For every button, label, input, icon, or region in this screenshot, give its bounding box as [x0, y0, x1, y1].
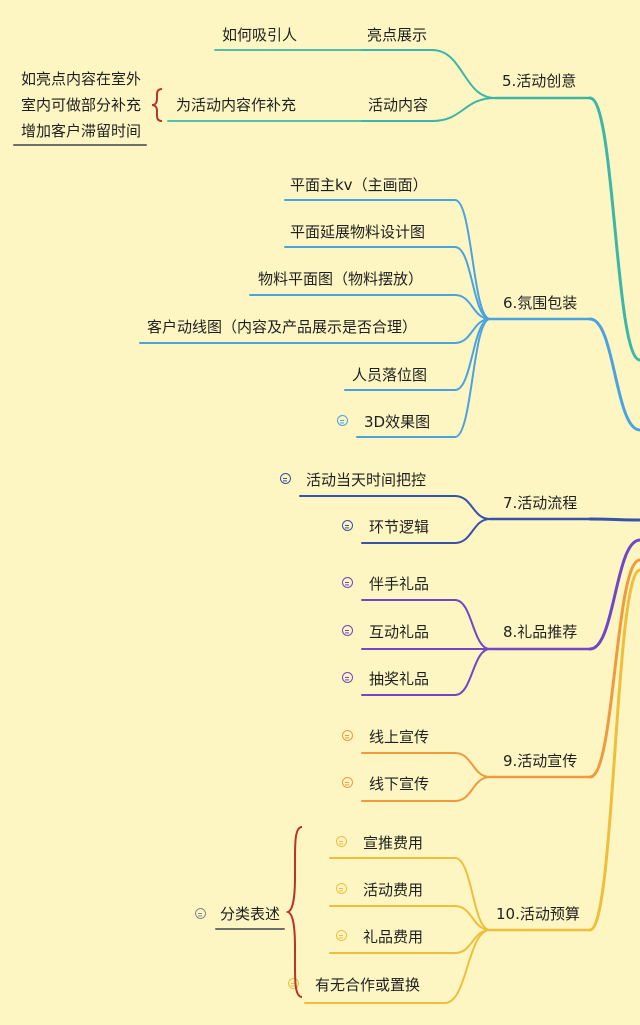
note-icon: [342, 577, 353, 588]
connector-trunk-6: [588, 317, 640, 432]
node-online-promo[interactable]: 线上宣传: [369, 728, 430, 746]
node-category-note[interactable]: 分类表述: [220, 905, 281, 923]
connector-timing: [454, 495, 491, 520]
note-icon: [336, 883, 347, 894]
node-supplement[interactable]: 为活动内容作补充: [176, 96, 297, 114]
connector-trunk-9: [588, 558, 640, 779]
branch-7-title[interactable]: 7.活动流程: [503, 494, 578, 512]
connector-logic: [454, 518, 491, 544]
node-interactive-gift[interactable]: 互动礼品: [369, 623, 430, 641]
note-icon: [336, 930, 347, 941]
note-icon: [342, 777, 353, 788]
connector-trunk-10: [588, 568, 640, 932]
connector-b8-2: [454, 648, 491, 696]
note-icon: [342, 672, 353, 683]
note-icon: [336, 836, 347, 847]
node-event-cost[interactable]: 活动费用: [363, 881, 424, 899]
connector-trunk-7: [588, 517, 640, 522]
branch-8-title[interactable]: 8.礼品推荐: [503, 623, 578, 641]
note-icon: [342, 520, 353, 531]
connector-content: [431, 97, 496, 122]
node-lottery-gift[interactable]: 抽奖礼品: [369, 670, 430, 688]
branch-5-title[interactable]: 5.活动创意: [502, 72, 577, 90]
note-icon: [195, 908, 206, 919]
supplement-note-line-2: 室内可做部分补充: [20, 96, 141, 114]
node-timing[interactable]: 活动当天时间把控: [306, 471, 427, 489]
connector-trunk-5: [588, 96, 640, 362]
connector-coop: [444, 929, 491, 1004]
node-kv[interactable]: 平面主kv（主画面）: [290, 176, 428, 194]
node-content[interactable]: 活动内容: [368, 96, 429, 114]
node-customer-flow[interactable]: 客户动线图（内容及产品展示是否合理）: [147, 318, 418, 336]
node-3d-render[interactable]: 3D效果图: [364, 413, 431, 431]
node-material-layout[interactable]: 物料平面图（物料摆放）: [258, 270, 424, 288]
brace-icon: [151, 88, 163, 122]
node-attract[interactable]: 如何吸引人: [222, 26, 298, 44]
note-icon: [337, 415, 348, 426]
node-cooperation[interactable]: 有无合作或置换: [315, 976, 421, 994]
note-icon: [342, 625, 353, 636]
connector-highlight: [431, 49, 496, 99]
connector-b10-0: [454, 857, 491, 931]
node-logic[interactable]: 环节逻辑: [369, 518, 430, 536]
connector-b8-0: [454, 599, 491, 650]
connector-b10-1: [454, 905, 491, 931]
node-offline-promo[interactable]: 线下宣传: [369, 775, 430, 793]
node-extended-design[interactable]: 平面延展物料设计图: [290, 223, 426, 241]
branch-9-title[interactable]: 9.活动宣传: [503, 752, 578, 770]
supplement-note-line-3: 增加客户滞留时间: [20, 122, 141, 140]
note-icon: [342, 730, 353, 741]
branch-10-title[interactable]: 10.活动预算: [496, 905, 580, 923]
note-icon: [280, 473, 291, 484]
supplement-note-line-1: 如亮点内容在室外: [20, 70, 141, 88]
connector-online: [454, 752, 491, 778]
branch-6-title[interactable]: 6.氛围包装: [503, 294, 578, 312]
connector-b6-1: [454, 246, 491, 320]
brace-icon: [286, 826, 303, 998]
supplement-note[interactable]: 如亮点内容在室外 室内可做部分补充 增加客户滞留时间: [10, 66, 152, 144]
node-staff-position[interactable]: 人员落位图: [352, 366, 428, 384]
connector-b6-0: [454, 199, 491, 320]
node-highlight[interactable]: 亮点展示: [367, 26, 428, 44]
connector-b6-5: [454, 318, 491, 438]
connector-offline: [454, 776, 491, 802]
connector-b6-2: [454, 294, 491, 320]
connector-trunk-8: [588, 538, 640, 651]
node-promo-cost[interactable]: 宣推费用: [363, 834, 424, 852]
node-souvenir-gift[interactable]: 伴手礼品: [369, 575, 430, 593]
node-gift-cost[interactable]: 礼品费用: [363, 928, 424, 946]
note-icon: [288, 978, 299, 989]
